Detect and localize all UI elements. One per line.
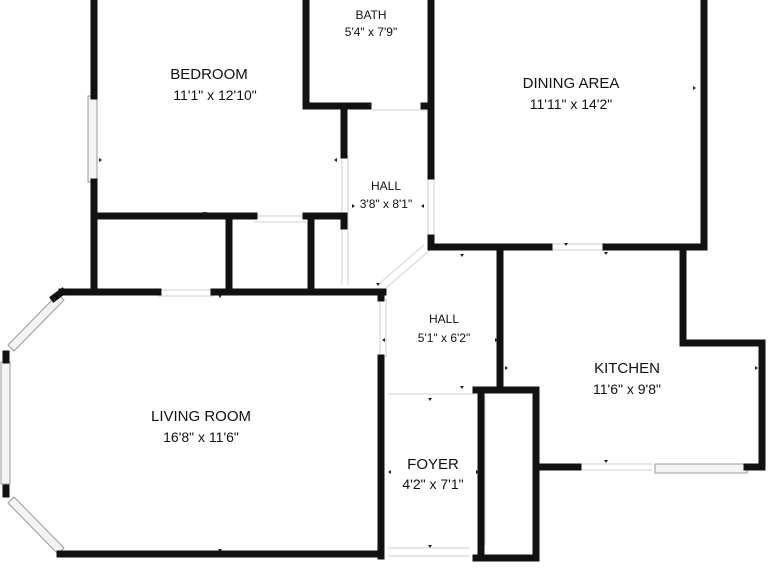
room-labels: BATH 5'4" x 7'9" BEDROOM 11'1" x 12'10" …	[151, 8, 661, 492]
hall-upper-dims: 3'8" x 8'1"	[360, 197, 412, 211]
walls	[2, 0, 766, 562]
kitchen-name: KITCHEN	[594, 360, 660, 377]
living-window-upper	[7, 293, 65, 352]
dining-area-dims: 11'11" x 14'2"	[530, 96, 613, 112]
bath-name: BATH	[355, 8, 386, 22]
bedroom-name: BEDROOM	[170, 66, 248, 83]
living-room-name: LIVING ROOM	[151, 408, 251, 425]
living-window-left	[0, 361, 11, 485]
bedroom-window	[87, 95, 98, 183]
kitchen-dims: 11'6" x 9'8"	[593, 381, 661, 397]
foyer-name: FOYER	[407, 456, 459, 473]
windows	[0, 95, 748, 555]
dimension-ticks	[99, 86, 758, 552]
living-window-lower	[7, 496, 65, 555]
dining-area-name: DINING AREA	[523, 75, 620, 92]
bedroom-dims: 11'1" x 12'10"	[173, 87, 257, 103]
hall-lower-name: HALL	[429, 312, 459, 326]
living-room-dims: 16'8" x 11'6"	[163, 429, 239, 445]
foyer-dims: 4'2" x 7'1"	[402, 476, 463, 492]
hall-upper-name: HALL	[371, 179, 401, 193]
hall-lower-dims: 5'1" x 6'2"	[418, 331, 470, 345]
kitchen-window	[654, 463, 748, 474]
bath-dims: 5'4" x 7'9"	[345, 25, 397, 39]
